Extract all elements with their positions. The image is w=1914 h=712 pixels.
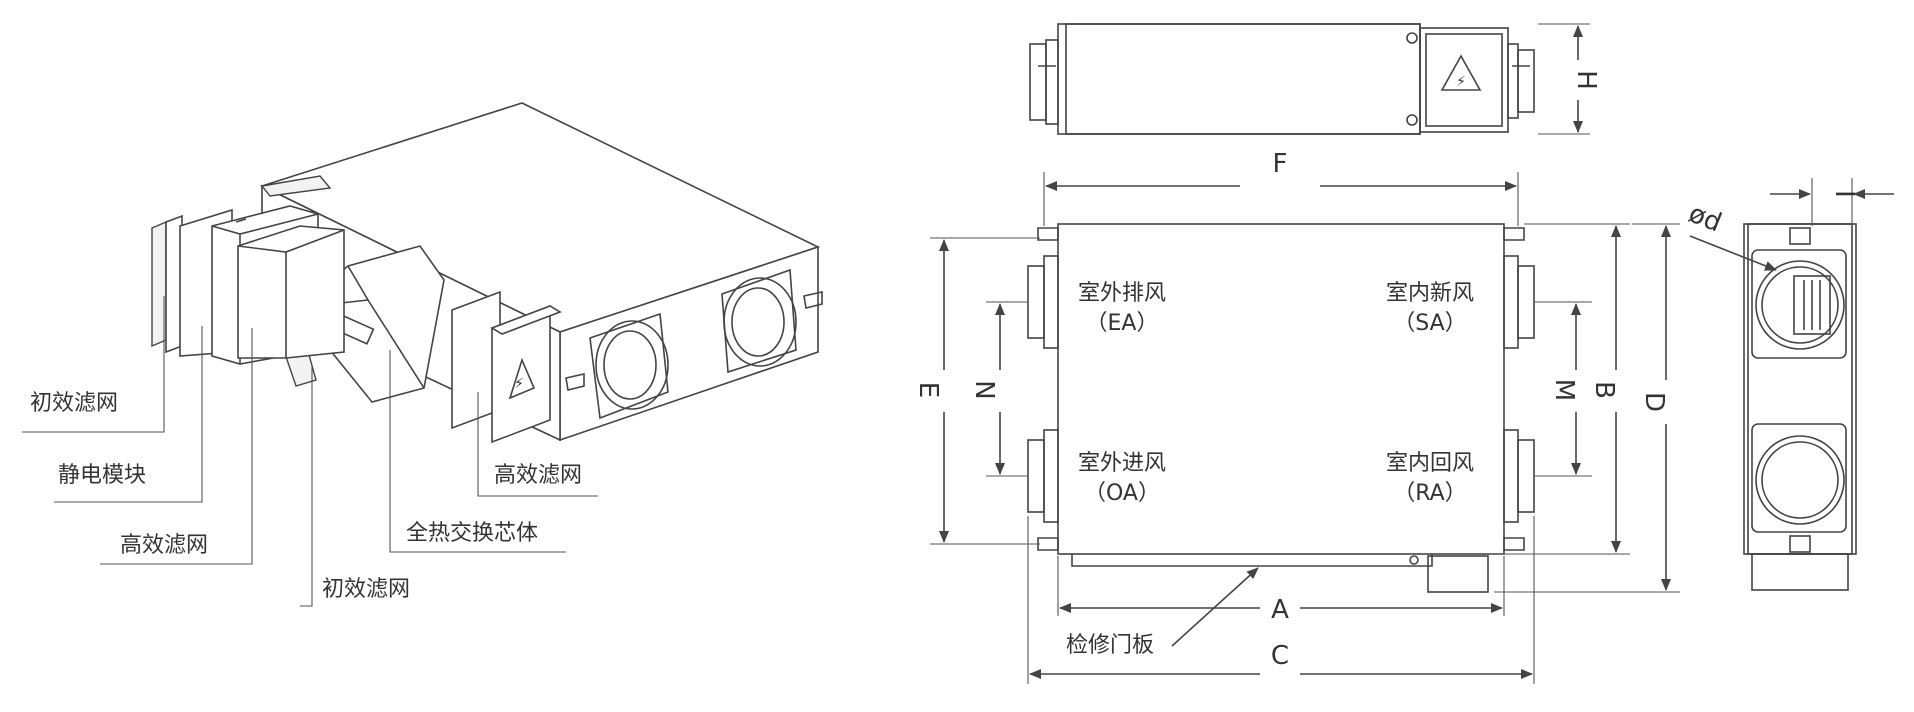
svg-text:E: E [913,382,943,398]
svg-text:M: M [1549,379,1579,401]
port-sa [1503,255,1535,349]
access-panel-leader [1171,567,1259,647]
svg-text:B: B [1589,381,1619,399]
duct-collar-front-1 [589,312,669,420]
dimension-F: F [1043,149,1519,226]
svg-text:H: H [1571,70,1601,90]
isometric-unit-view: ⚡ [151,102,823,444]
port-oa [1027,429,1059,523]
svg-text:D: D [1639,392,1669,412]
label-sa-code: （SA） [1393,311,1466,336]
dimension-N: N [969,301,1028,477]
label-access-panel: 检修门板 [1066,633,1154,658]
electrical-box: ⚡ [451,290,562,444]
port-ea [1027,255,1059,349]
filter-stack [151,175,345,365]
port-ra [1503,429,1535,523]
label-electrostatic-module: 静电模块 [58,463,146,488]
label-ra: 室内回风 [1386,451,1474,476]
svg-text:⚡: ⚡ [1456,74,1466,90]
svg-text:ød: ød [1684,199,1725,239]
dimension-H: H [1538,23,1601,135]
label-ra-code: （RA） [1393,481,1466,506]
label-sa: 室内新风 [1386,281,1474,306]
label-primary-filter-1: 初效滤网 [30,391,118,416]
warning-sign-icon [1440,54,1482,91]
dimension-I: I [1770,178,1894,226]
svg-text:⚡: ⚡ [514,376,524,392]
dimension-B: B [1490,223,1630,555]
dimension-C: C [1027,516,1535,684]
label-oa-code: （OA） [1084,481,1160,506]
leader-lines-left [22,296,598,607]
label-hepa-filter-1: 高效滤网 [120,533,208,558]
svg-text:F: F [1273,149,1288,179]
svg-text:A: A [1271,595,1289,625]
dimension-E: E [913,237,1040,545]
svg-text:C: C [1271,641,1289,671]
label-oa: 室外进风 [1078,451,1166,476]
svg-text:N: N [969,380,999,399]
dimension-A: A [1057,556,1505,625]
label-heat-exchange-core: 全热交换芯体 [406,521,538,546]
duct-collar-front-2 [721,268,797,374]
label-ea: 室外排风 [1078,281,1166,306]
end-elevation-view [1743,223,1857,591]
label-hepa-filter-2: 高效滤网 [494,463,582,488]
warning-sign-icon [508,357,536,400]
svg-text:I: I [1829,190,1859,198]
label-ea-code: （EA） [1086,311,1159,336]
side-elevation-view: ⚡ [1029,23,1535,135]
label-primary-filter-2: 初效滤网 [322,577,410,602]
dimension-D: D [1494,223,1680,593]
plan-view [1027,223,1535,593]
dimension-M: M [1534,301,1592,477]
